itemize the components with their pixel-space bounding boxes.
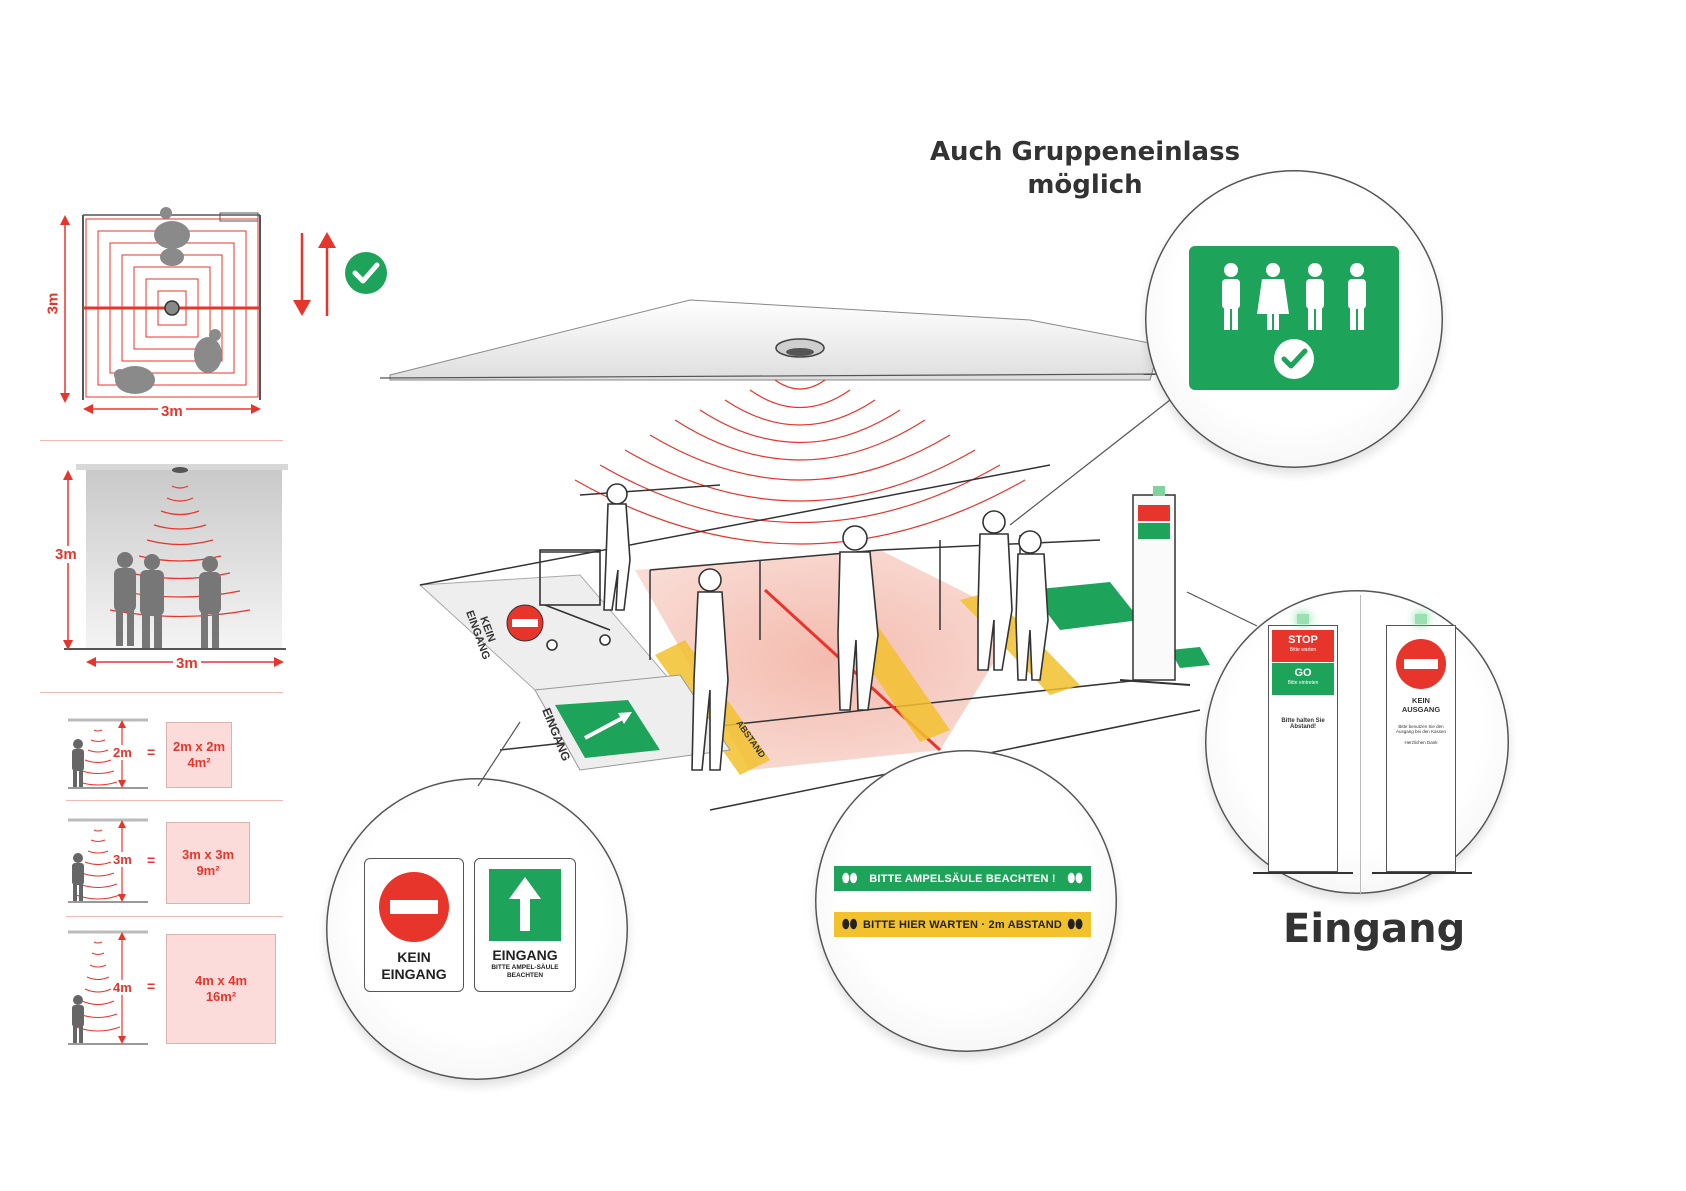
eingang-title: EINGANG xyxy=(492,947,558,963)
no-exit-line2: AUSGANG xyxy=(1401,705,1441,714)
stop-panel: STOP Bitte warten xyxy=(1272,630,1334,662)
yellow-floor-strip: ⬮⬮ BITTE HIER WARTEN · 2m ABSTAND ⬮⬮ xyxy=(834,912,1091,937)
connector-line xyxy=(1009,399,1171,526)
pillar-floor-right xyxy=(1372,872,1472,874)
pillars-bubble xyxy=(1205,590,1509,894)
check-circle-icon xyxy=(1274,339,1314,379)
coverage-person-diagram xyxy=(68,718,148,789)
connector-line xyxy=(477,721,521,787)
side-view-panel: 3m 3m xyxy=(50,462,290,677)
kein-eingang-sign: KEIN EINGANG xyxy=(364,858,464,992)
side-view-diagram xyxy=(64,464,288,650)
coverage-height-label: 3m xyxy=(113,852,132,867)
stop-label: STOP xyxy=(1288,634,1318,646)
no-exit-thanks: Herzlichen Dank xyxy=(1404,740,1438,745)
headline-line1: Auch Gruppeneinlass xyxy=(929,137,1241,167)
footprints-icon: ⬮⬮ xyxy=(1067,917,1083,931)
go-sub-label: Bitte eintreten xyxy=(1287,680,1319,686)
area-size: 16m² xyxy=(205,989,237,1004)
pillar-light xyxy=(1297,614,1309,624)
check-circle-icon xyxy=(345,252,387,294)
floor-no-entry-sign xyxy=(506,604,544,642)
divider xyxy=(66,800,283,801)
coverage-height-label: 2m xyxy=(113,745,132,760)
area-size: 4m² xyxy=(187,755,211,770)
pillar-light xyxy=(1415,614,1427,624)
footprints-icon: ⬮⬮ xyxy=(842,871,858,885)
pillar-divider xyxy=(1360,595,1361,895)
headline: Auch Gruppeneinlass möglich xyxy=(920,136,1250,202)
coverage-row-2m: 2m xyxy=(60,716,290,791)
footprints-icon: ⬮⬮ xyxy=(1067,871,1083,885)
floor-strips-bubble xyxy=(815,750,1117,1052)
stop-sub-label: Bitte warten xyxy=(1289,647,1317,653)
pillar-floor-left xyxy=(1253,872,1353,874)
divider xyxy=(40,692,283,693)
equals-sign: = xyxy=(147,978,156,994)
height-arrow xyxy=(60,215,70,403)
connector-line xyxy=(1186,591,1258,627)
area-box-3m: 3m x 3m 9m² xyxy=(166,822,250,904)
eingang-caption: Eingang xyxy=(1283,906,1466,952)
top-view-panel: 3m 3m xyxy=(40,205,310,420)
area-size: 9m² xyxy=(196,863,220,878)
area-dimensions: 2m x 2m xyxy=(172,738,226,754)
kein-eingang-line1: KEIN xyxy=(397,949,431,965)
no-exit-pillar: KEIN AUSGANG Bitte benutzen Sie den Ausg… xyxy=(1386,614,1456,872)
pillar-notice: Bitte halten Sie Abstand! xyxy=(1281,718,1325,730)
arrow-up-icon xyxy=(489,869,561,941)
no-exit-line1: KEIN xyxy=(1412,696,1430,705)
headline-line2: möglich xyxy=(1027,170,1143,200)
no-exit-title: KEIN AUSGANG xyxy=(1387,696,1455,714)
coverage-row-4m: 4m xyxy=(60,928,290,1048)
divider xyxy=(66,916,283,917)
eingang-sub2: BEACHTEN xyxy=(506,972,544,979)
green-floor-strip: ⬮⬮ BITTE AMPELSÄULE BEACHTEN ! ⬮⬮ xyxy=(834,866,1091,891)
coverage-person-diagram xyxy=(68,930,148,1045)
group-entry-sign xyxy=(1189,246,1399,390)
scene-traffic-pillar xyxy=(1119,486,1191,686)
side-view-height-label: 3m xyxy=(55,546,77,563)
area-dimensions: 4m x 4m xyxy=(194,972,248,988)
top-view-height-label: 3m xyxy=(44,292,62,315)
footprints-icon: ⬮⬮ xyxy=(842,917,858,931)
group-people-icon xyxy=(1222,263,1366,379)
area-box-4m: 4m x 4m 16m² xyxy=(166,934,276,1044)
area-box-2m: 2m x 2m 4m² xyxy=(166,722,232,788)
arrow-up-down-icon xyxy=(293,232,336,316)
no-entry-icon xyxy=(379,872,449,942)
coverage-person-diagram xyxy=(68,818,148,903)
yellow-strip-text: BITTE HIER WARTEN · 2m ABSTAND xyxy=(862,918,1063,931)
divider xyxy=(40,440,283,441)
eingang-sub1: BITTE AMPEL-SÄULE xyxy=(491,964,559,971)
top-view-width-label: 3m xyxy=(158,403,186,420)
ceiling-sensor-icon xyxy=(775,338,825,358)
go-panel: GO Bitte eintreten xyxy=(1272,663,1334,695)
green-strip-text: BITTE AMPELSÄULE BEACHTEN ! xyxy=(869,872,1056,885)
area-dimensions: 3m x 3m xyxy=(181,846,235,862)
go-label: GO xyxy=(1294,667,1312,679)
top-view-diagram xyxy=(82,207,261,400)
no-entry-icon xyxy=(1396,639,1446,689)
eingang-sign: EINGANG BITTE AMPEL-SÄULE BEACHTEN xyxy=(474,858,576,992)
traffic-light-pillar: STOP Bitte warten GO Bitte eintreten Bit… xyxy=(1268,614,1338,872)
equals-sign: = xyxy=(147,852,156,868)
kein-eingang-line2: EINGANG xyxy=(381,966,447,982)
equals-sign: = xyxy=(147,744,156,760)
no-exit-notice: Bitte benutzen Sie den Ausgang bei den K… xyxy=(1395,724,1447,734)
coverage-row-3m: 3m xyxy=(60,816,290,906)
side-view-width-label: 3m xyxy=(173,655,201,672)
coverage-height-label: 4m xyxy=(113,980,132,995)
